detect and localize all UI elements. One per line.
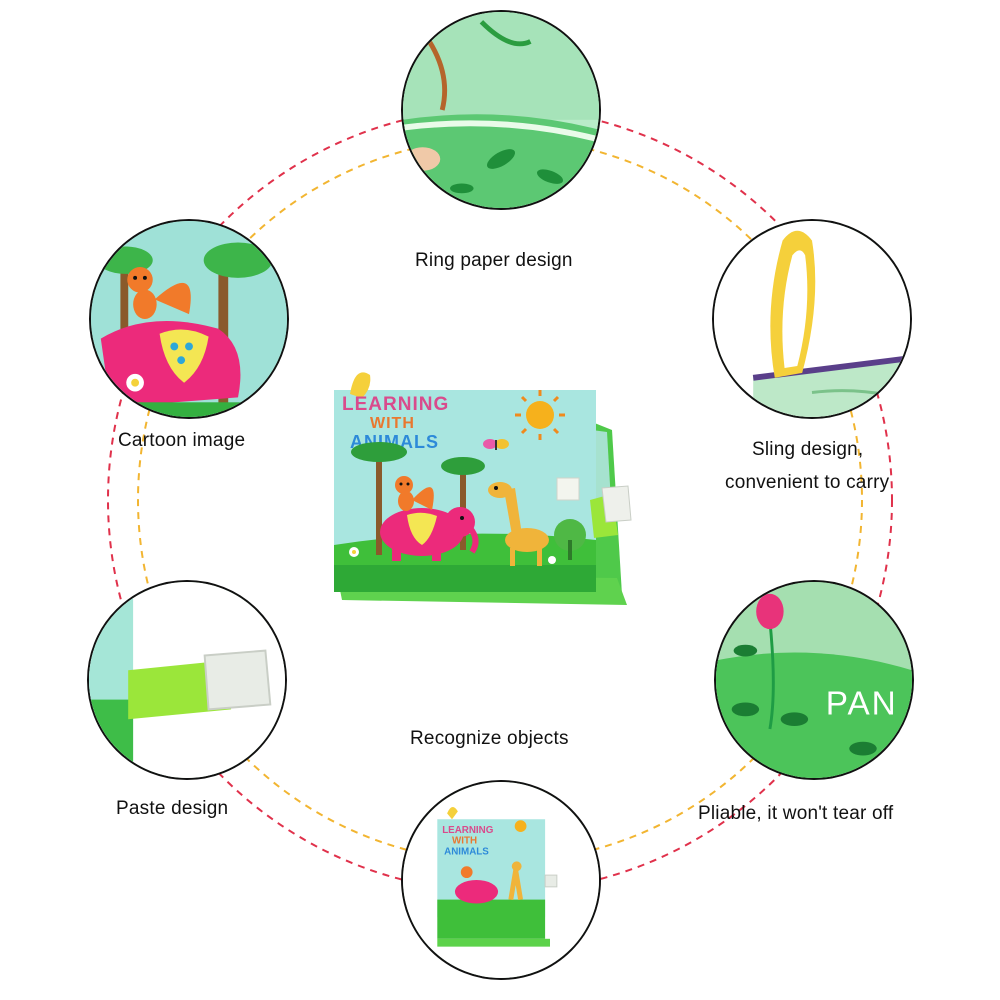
caption-paste-design: Paste design (116, 798, 229, 819)
caption-sling-line2: convenient to carry (725, 472, 890, 493)
caption-sling-line1: Sling design, (752, 439, 864, 460)
panda-word-fragment: PAN (826, 685, 898, 722)
sun-icon (515, 390, 565, 440)
squirrel-illustration (395, 476, 434, 511)
small-book-title-1: LEARNING (442, 825, 494, 836)
ring-paper-detail-photo (401, 10, 601, 210)
elephant-illustration (380, 507, 479, 561)
pliable-detail-photo: PAN (714, 580, 914, 780)
book-title-line2: WITH (370, 415, 415, 432)
caption-cartoon-image: Cartoon image (118, 430, 246, 451)
recognize-objects-detail-photo: LEARNING WITH ANIMALS (401, 780, 601, 980)
cloth-book-product-photo: LEARNING WITH ANIMALS (322, 360, 632, 610)
paste-design-detail-photo (87, 580, 287, 780)
giraffe-illustration (488, 482, 549, 566)
sling-design-detail-photo (712, 219, 912, 419)
caption-ring-paper: Ring paper design (415, 250, 573, 271)
caption-pliable: Pliable, it won't tear off (698, 803, 894, 824)
cartoon-image-detail-photo (89, 219, 289, 419)
caption-recognize-objects: Recognize objects (410, 728, 569, 749)
small-book-title-2: WITH (452, 836, 477, 847)
book-title-line1: LEARNING (342, 394, 449, 415)
small-book-title-3: ANIMALS (444, 847, 489, 858)
butterfly-icon (483, 439, 509, 450)
